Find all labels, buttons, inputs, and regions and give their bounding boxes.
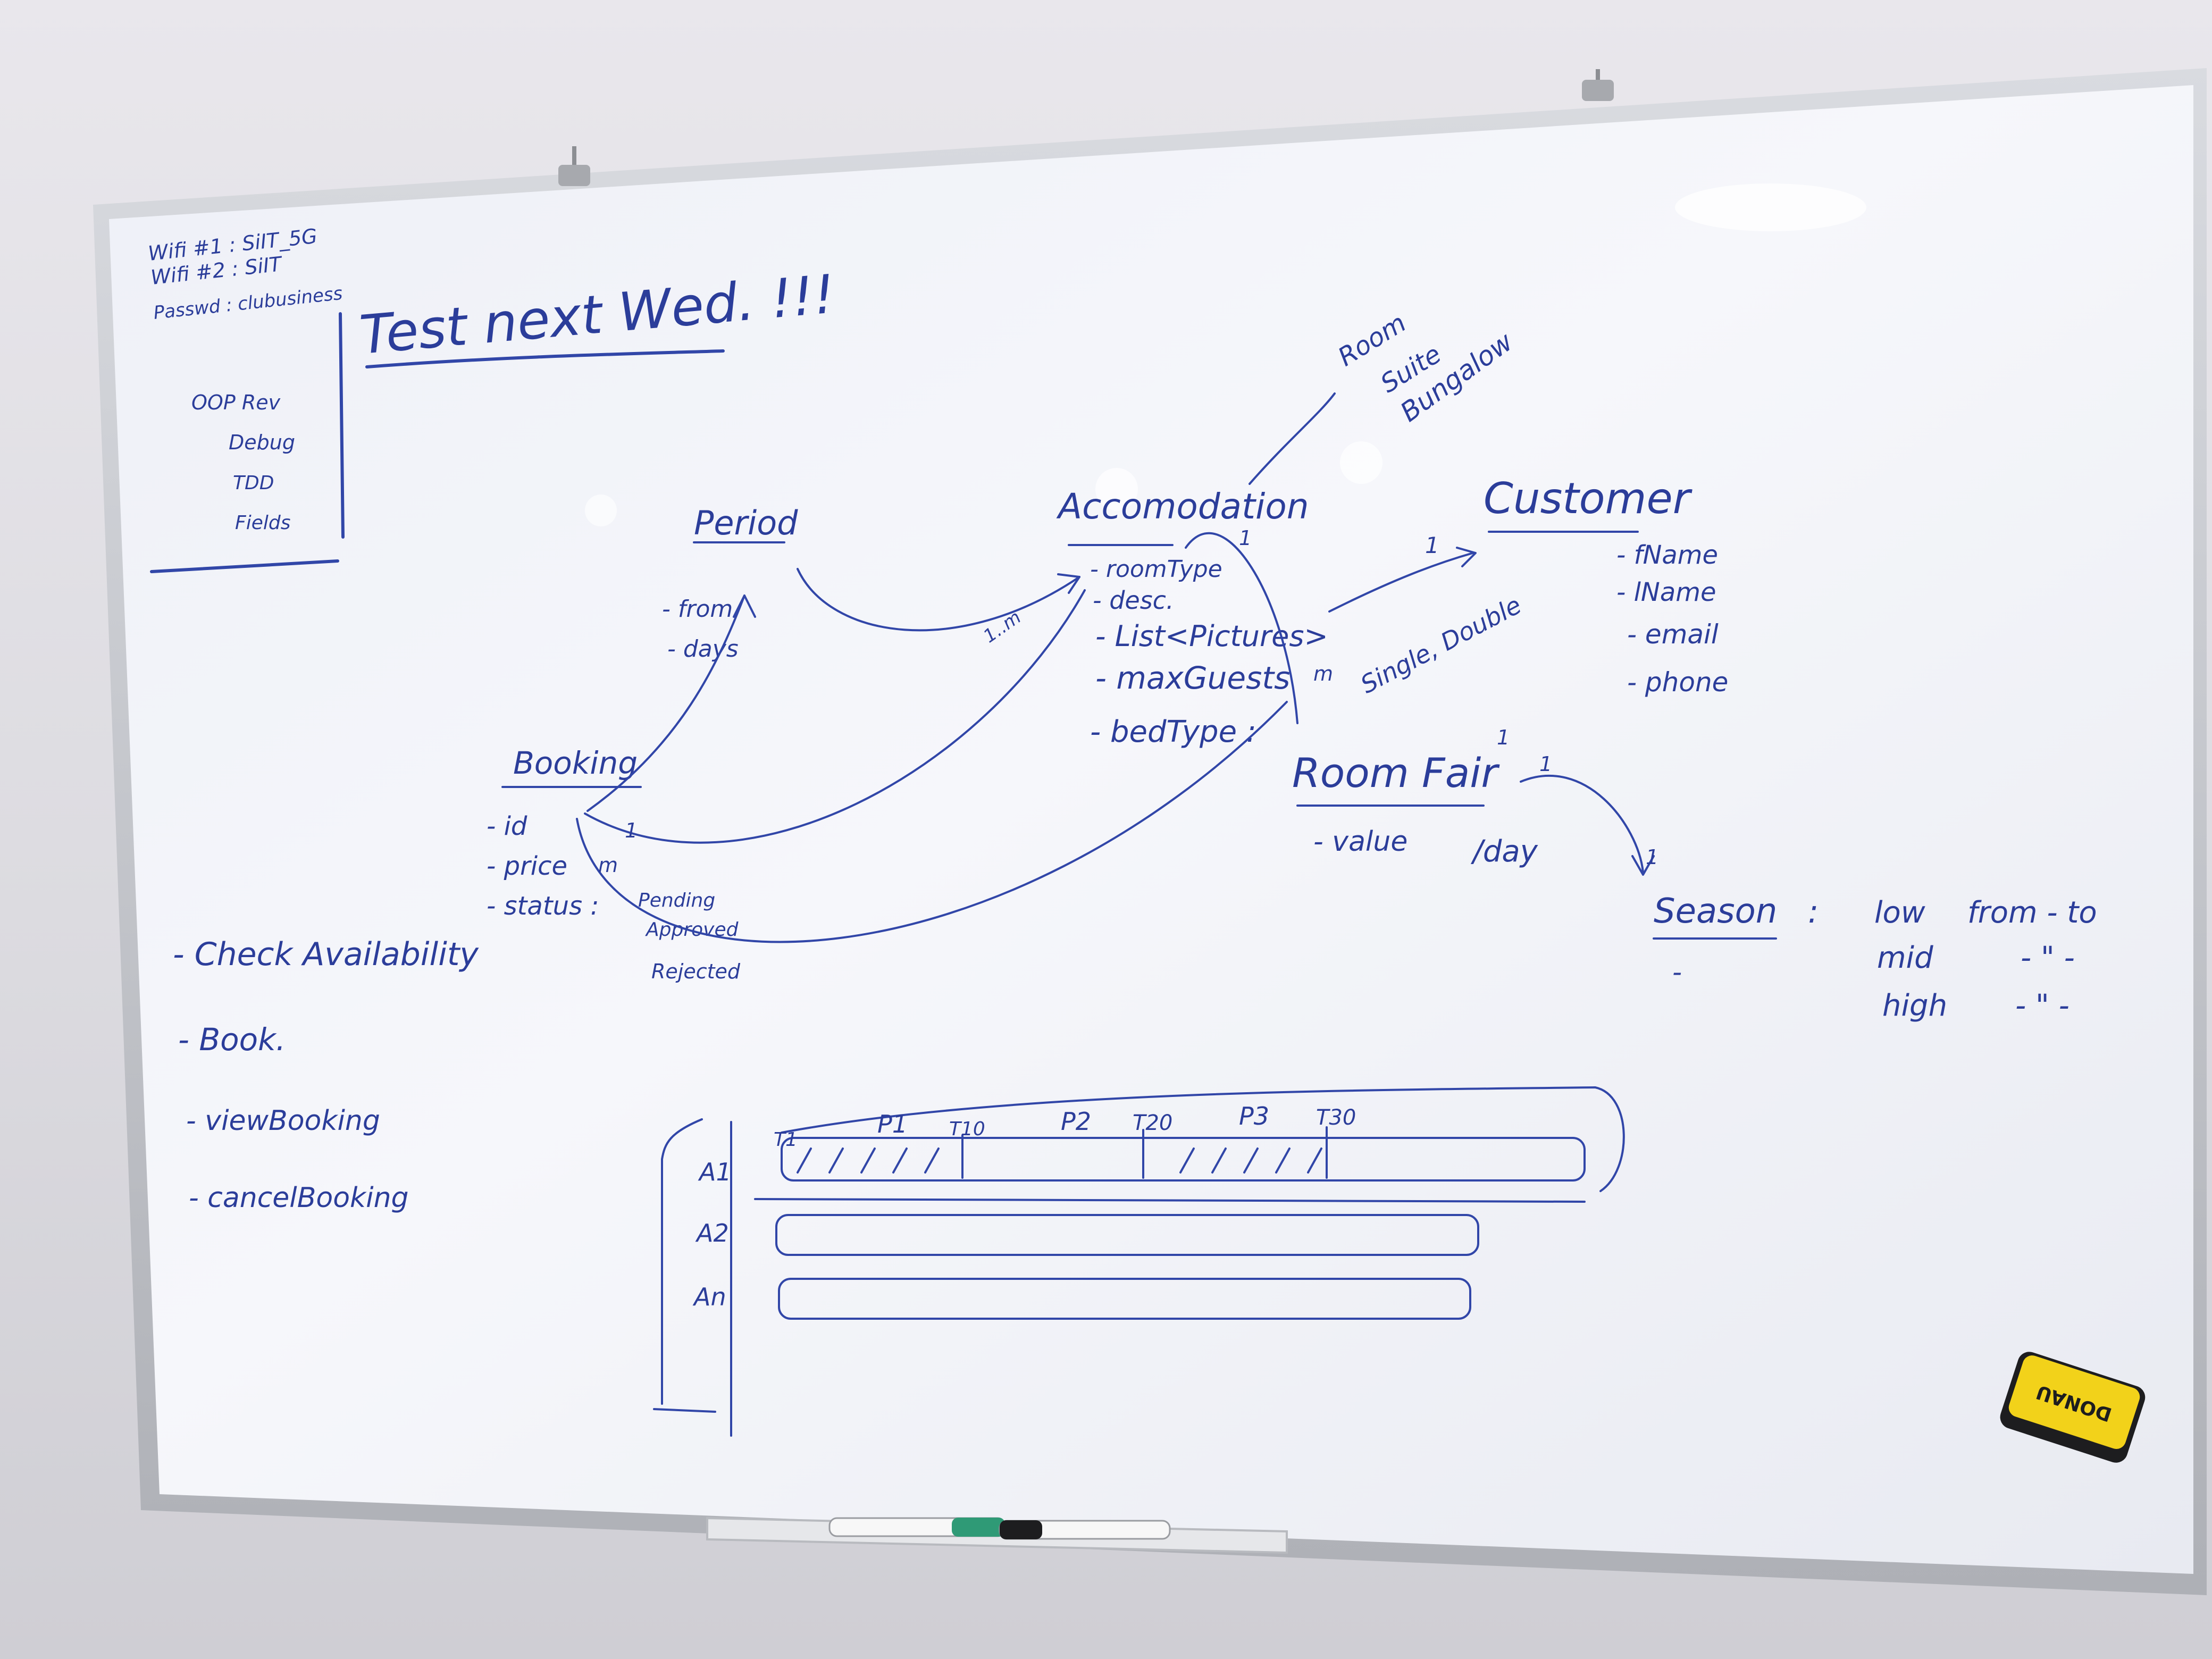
operation-item: - Book. bbox=[178, 1021, 286, 1058]
multiplicity-label: 1 bbox=[1539, 752, 1552, 776]
class-name: Customer bbox=[1484, 474, 1693, 523]
timeline-period: P3 bbox=[1239, 1102, 1269, 1130]
status-option: Pending bbox=[638, 890, 715, 911]
class-field: - maxGuests bbox=[1095, 660, 1290, 696]
class-field: - List<Pictures> bbox=[1095, 619, 1328, 653]
class-name: Room Fair bbox=[1292, 749, 1500, 797]
season-level-value: - " - bbox=[2015, 988, 2069, 1023]
operations-list: - Check Availability - Book. - viewBooki… bbox=[173, 936, 479, 1214]
class-field: - lName bbox=[1616, 577, 1716, 607]
marker-cap bbox=[1000, 1520, 1042, 1539]
multiplicity-label: 1 bbox=[1646, 845, 1658, 869]
class-field: - bedType : bbox=[1090, 715, 1256, 749]
assoc-booking-accomodation bbox=[584, 589, 1086, 844]
operation-item: - Check Availability bbox=[173, 936, 479, 973]
operation-item: - cancelBooking bbox=[189, 1182, 409, 1214]
class-name: Period bbox=[694, 504, 798, 542]
light-reflection bbox=[585, 495, 617, 526]
light-reflection bbox=[1340, 441, 1382, 484]
class-field: - desc. bbox=[1093, 586, 1174, 615]
light-reflection bbox=[1095, 468, 1138, 510]
class-season: Season - : low from - to mid - " - high … bbox=[1653, 892, 2097, 1023]
hanging-clip bbox=[558, 146, 590, 186]
timeline-bar bbox=[778, 1278, 1471, 1320]
timeline-marker: T20 bbox=[1133, 1111, 1172, 1135]
season-level-value: - " - bbox=[2021, 941, 2075, 975]
assoc-accomodation-self bbox=[1185, 532, 1298, 724]
class-field: - price bbox=[487, 851, 567, 881]
assoc-booking-period bbox=[586, 594, 745, 812]
class-name: Booking bbox=[513, 745, 638, 781]
class-field: - phone bbox=[1627, 667, 1728, 698]
eraser: DONAU bbox=[2000, 1352, 2146, 1463]
marker-cap bbox=[952, 1518, 1005, 1537]
multiplicity-label: 1 bbox=[1239, 526, 1252, 550]
class-field: /day bbox=[1470, 834, 1538, 869]
class-field: - from bbox=[662, 596, 733, 623]
timeline-bar bbox=[775, 1214, 1479, 1256]
multiplicity-label: 1 bbox=[1425, 532, 1439, 558]
class-booking: Booking - id - price - status : Pending … bbox=[487, 745, 741, 983]
operation-item: - viewBooking bbox=[186, 1105, 380, 1137]
multiplicity-label: m bbox=[1313, 662, 1333, 685]
timeline-row-label: A1 bbox=[698, 1158, 732, 1186]
season-separator: : bbox=[1808, 893, 1819, 931]
timeline-marker: T1 bbox=[774, 1129, 798, 1151]
class-customer: Customer - fName - lName - email - phone bbox=[1484, 474, 1728, 698]
timeline-marker: T30 bbox=[1316, 1105, 1356, 1130]
season-level-value: from - to bbox=[1967, 895, 2097, 930]
marker-tray bbox=[706, 1516, 1288, 1554]
multiplicity-label: 1 bbox=[1497, 726, 1510, 749]
assoc-period-accomodation bbox=[797, 568, 1080, 632]
timeline-bar bbox=[781, 1137, 1586, 1182]
timeline-grid: A1 A2 An T1 T10 T20 T30 P1 P2 P3 bbox=[653, 1086, 1625, 1437]
agenda-item: Fields bbox=[235, 512, 290, 534]
class-field: - status : bbox=[487, 891, 599, 921]
light-reflection bbox=[1675, 183, 1866, 231]
whiteboard bbox=[93, 68, 2207, 1595]
agenda-item: OOP Rev bbox=[191, 391, 281, 414]
agenda-item: TDD bbox=[233, 472, 274, 494]
class-field: - bbox=[1672, 957, 1682, 987]
multiplicity-label: 1 bbox=[625, 819, 638, 842]
timeline-period: P1 bbox=[877, 1110, 908, 1138]
assoc-accomodation-customer bbox=[1328, 552, 1474, 613]
class-field: - fName bbox=[1616, 540, 1718, 570]
agenda-item: Debug bbox=[229, 431, 295, 454]
class-field: - roomType bbox=[1090, 556, 1222, 583]
class-field: - value bbox=[1313, 826, 1407, 858]
agenda-list: OOP Rev Debug TDD Fields bbox=[191, 391, 295, 534]
class-name: Season bbox=[1654, 892, 1777, 931]
timeline-marker: T10 bbox=[949, 1118, 985, 1140]
assoc-roomfair-season bbox=[1520, 774, 1644, 873]
whiteboard-surface bbox=[109, 85, 2193, 1574]
class-field: - email bbox=[1627, 619, 1719, 650]
class-name: Accomodation bbox=[1056, 486, 1309, 527]
timeline-row-label: A2 bbox=[695, 1219, 729, 1247]
status-option: Rejected bbox=[651, 960, 741, 983]
class-field: - days bbox=[667, 635, 739, 663]
class-field: - id bbox=[487, 811, 527, 841]
season-level-label: high bbox=[1882, 988, 1947, 1023]
multiplicity-label: m bbox=[598, 853, 618, 877]
season-level-label: mid bbox=[1877, 941, 1933, 975]
assoc-booking-maxguests bbox=[576, 701, 1288, 943]
season-level-label: low bbox=[1874, 895, 1925, 930]
timeline-period: P2 bbox=[1061, 1107, 1091, 1136]
class-room-fair: Room Fair - value /day bbox=[1292, 749, 1538, 869]
hanging-clip bbox=[1582, 69, 1614, 101]
timeline-row-label: An bbox=[692, 1283, 726, 1311]
